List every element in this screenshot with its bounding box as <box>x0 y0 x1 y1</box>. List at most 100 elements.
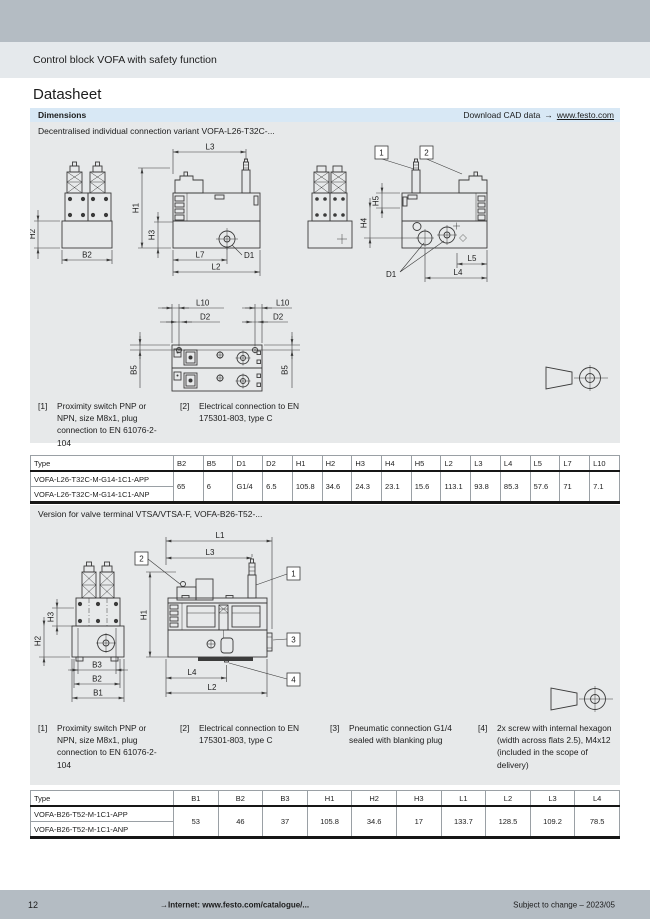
dim-label-h5: H5 <box>372 195 381 206</box>
value-cell: 53 <box>173 805 219 838</box>
type-cell: VOFA-B26-T52-M-1C1-ANP <box>30 821 174 838</box>
footer-internet-link[interactable]: →Internet: www.festo.com/catalogue/... <box>160 900 310 909</box>
dim-label-h3: H3 <box>148 229 157 240</box>
svg-text:1: 1 <box>379 149 384 158</box>
dim-label-b3: B3 <box>92 661 102 670</box>
table-row: VOFA-L26-T32C-M-G14-1C1-ANP <box>30 486 620 503</box>
value-cell: 105.8 <box>306 805 353 838</box>
type-cell: VOFA-L26-T32C-M-G14-1C1-ANP <box>30 486 174 503</box>
page-title: Datasheet <box>33 86 102 103</box>
dimensions-table-1: Type B2 B5 D1 D2 H1 H2 H3 H4 H5 L2 L3 L4… <box>30 455 620 504</box>
s1-front-view: H2 B2 <box>30 161 113 264</box>
note-ref: [4] <box>478 723 488 733</box>
section2-drawing: H3 H2 B3 B2 B1 L1 L3 2 <box>34 531 613 712</box>
dimensions-label: Dimensions <box>38 110 87 120</box>
col-header: H1 <box>291 455 323 472</box>
value-cell: 24.3 <box>351 470 383 503</box>
dim-label-b2: B2 <box>82 251 92 260</box>
dimensions-bar: Dimensions Download CAD data → www.festo… <box>30 108 620 122</box>
note-2: [2] Electrical connection to EN 175301-8… <box>180 722 304 746</box>
col-header: B1 <box>173 790 219 807</box>
col-header: H3 <box>351 455 383 472</box>
col-header: H1 <box>306 790 353 807</box>
col-header: L2 <box>485 790 531 807</box>
section1-drawing-area: Decentralised individual connection vari… <box>30 122 620 448</box>
page-header: Control block VOFA with safety function <box>0 42 650 78</box>
page-header-title: Control block VOFA with safety function <box>33 54 217 66</box>
callout-2: 2 <box>134 551 149 566</box>
value-cell: 6 <box>202 470 234 503</box>
note-text: 2x screw with internal hexagon (width ac… <box>497 723 612 770</box>
col-header: L5 <box>529 455 561 472</box>
col-header: H2 <box>321 455 353 472</box>
svg-text:2: 2 <box>139 555 144 564</box>
value-cell: 46 <box>217 805 264 838</box>
dim-label-d2-2: D2 <box>273 313 284 322</box>
table-row: VOFA-B26-T52-M-1C1-APP 53 46 37 105.8 34… <box>30 805 620 838</box>
dim-label-h1: H1 <box>132 202 141 213</box>
col-header: D1 <box>232 455 264 472</box>
value-cell: 113.1 <box>440 470 472 503</box>
type-cell: VOFA-L26-T32C-M-G14-1C1-APP <box>30 470 174 487</box>
note-2: [2] Electrical connection to EN 175301-8… <box>180 400 304 424</box>
col-header: H3 <box>395 790 442 807</box>
note-ref: [1] <box>38 401 48 411</box>
dim-label-d1: D1 <box>244 251 255 260</box>
top-band <box>0 0 650 42</box>
col-header: H2 <box>351 790 397 807</box>
dim-label-l3: L3 <box>206 143 215 152</box>
note-ref: [3] <box>330 723 340 733</box>
dim-label-h4: H4 <box>360 217 369 228</box>
page-number: 12 <box>28 899 39 910</box>
value-cell: 133.7 <box>440 805 487 838</box>
col-header: L10 <box>589 455 620 472</box>
value-cell: 109.2 <box>529 805 576 838</box>
type-cell: VOFA-B26-T52-M-1C1-APP <box>30 805 174 822</box>
value-cell: 34.6 <box>351 805 397 838</box>
value-cell: 34.6 <box>321 470 353 503</box>
col-header: L3 <box>470 455 501 472</box>
dim-label-b5: B5 <box>130 365 139 375</box>
dim-label-h2: H2 <box>34 635 43 646</box>
festo-link[interactable]: www.festo.com <box>556 110 614 120</box>
section1-drawing: H2 B2 <box>30 143 608 392</box>
col-header: L3 <box>529 790 576 807</box>
download-cad-label: Download CAD data <box>463 110 541 120</box>
s1-side-view: L3 H1 H3 L7 L2 D1 <box>132 143 261 276</box>
note-text: Pneumatic connection G1/4 sealed with bl… <box>349 723 452 746</box>
s1-rear-view <box>307 165 353 249</box>
svg-text:2: 2 <box>424 149 429 158</box>
note-ref: [2] <box>180 723 190 733</box>
projection-symbol <box>550 686 613 712</box>
dim-label-l4: L4 <box>188 668 197 677</box>
col-header: Type <box>30 790 174 807</box>
callout-4: 4 <box>286 672 301 687</box>
section2-drawing-area: Version for valve terminal VTSA/VTSA-F, … <box>30 505 620 785</box>
note-ref: [1] <box>38 723 48 733</box>
table-header-row: Type B1 B2 B3 H1 H2 H3 L1 L2 L3 L4 <box>30 790 620 807</box>
col-header: L2 <box>440 455 472 472</box>
callout-2: 2 <box>419 145 434 160</box>
section1-subtitle: Decentralised individual connection vari… <box>38 126 275 136</box>
note-text: Electrical connection to EN 175301-803, … <box>199 401 300 424</box>
table-row: VOFA-B26-T52-M-1C1-ANP <box>30 821 620 838</box>
note-text: Proximity switch PNP or NPN, size M8x1, … <box>57 723 157 770</box>
value-cell: 71 <box>559 470 591 503</box>
dim-label-l1: L1 <box>216 531 225 540</box>
section2-subtitle: Version for valve terminal VTSA/VTSA-F, … <box>38 509 263 519</box>
value-cell: G1/4 <box>232 470 264 503</box>
dimensions-table-2: Type B1 B2 B3 H1 H2 H3 L1 L2 L3 L4 VOFA-… <box>30 790 620 839</box>
value-cell: 65 <box>173 470 204 503</box>
value-cell: 37 <box>262 805 308 838</box>
callout-3: 3 <box>286 632 301 647</box>
callout-1: 1 <box>286 566 301 581</box>
value-cell: 57.6 <box>529 470 561 503</box>
value-cell: 93.8 <box>470 470 501 503</box>
dim-label-b1: B1 <box>93 689 103 698</box>
col-header: B2 <box>173 455 204 472</box>
note-text: Proximity switch PNP or NPN, size M8x1, … <box>57 401 157 448</box>
page-footer: 12 →Internet: www.festo.com/catalogue/..… <box>0 890 650 919</box>
dim-label-l10-2: L10 <box>276 299 290 308</box>
dim-label-l3: L3 <box>206 548 215 557</box>
